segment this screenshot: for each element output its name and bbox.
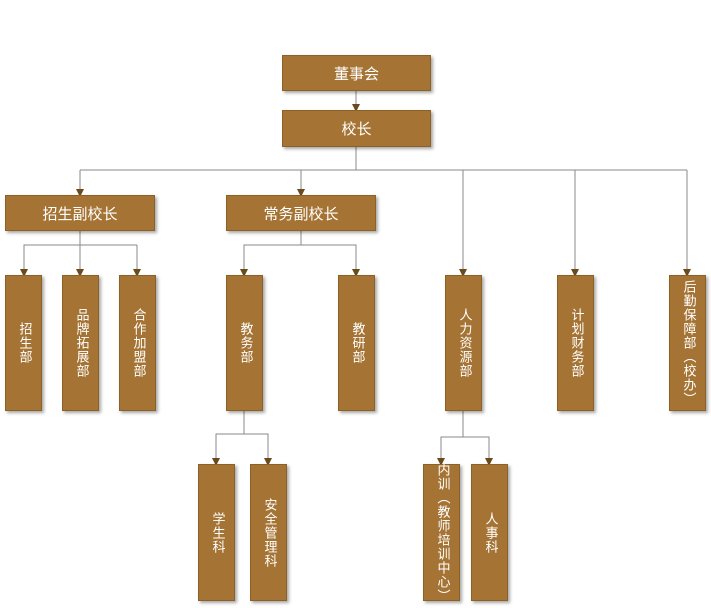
link-vpe-bus bbox=[240, 231, 302, 277]
node-planning-finance: 计划财务部 bbox=[557, 275, 594, 411]
node-logistics-dept: 后勤保障部（校办） bbox=[669, 275, 706, 411]
link-hr-bus bbox=[437, 411, 464, 466]
node-academic-affairs: 教务部 bbox=[226, 275, 263, 411]
node-principal: 校长 bbox=[282, 110, 431, 147]
node-teaching-research: 教研部 bbox=[338, 275, 375, 411]
node-personnel-section: 人事科 bbox=[471, 464, 508, 601]
node-safety-section: 安全管理科 bbox=[250, 464, 287, 601]
node-vp-executive: 常务副校长 bbox=[226, 195, 376, 231]
node-brand-dept: 品牌拓展部 bbox=[62, 275, 99, 411]
node-vp-admissions: 招生副校长 bbox=[5, 195, 155, 231]
link-vpa-bus bbox=[79, 231, 137, 246]
node-admissions-dept: 招生部 bbox=[5, 275, 42, 411]
node-student-section: 学生科 bbox=[198, 464, 235, 601]
internal-training-line-1: 内训 bbox=[434, 462, 450, 491]
node-board: 董事会 bbox=[282, 55, 431, 91]
node-partnership-dept: 合作加盟部 bbox=[119, 275, 156, 411]
internal-training-line-2: （教师培训中心） bbox=[434, 490, 450, 603]
link-academic-bus bbox=[212, 411, 245, 466]
node-hr-dept: 人力资源部 bbox=[445, 275, 482, 411]
node-internal-training: 内训（教师培训中心） bbox=[423, 462, 460, 603]
